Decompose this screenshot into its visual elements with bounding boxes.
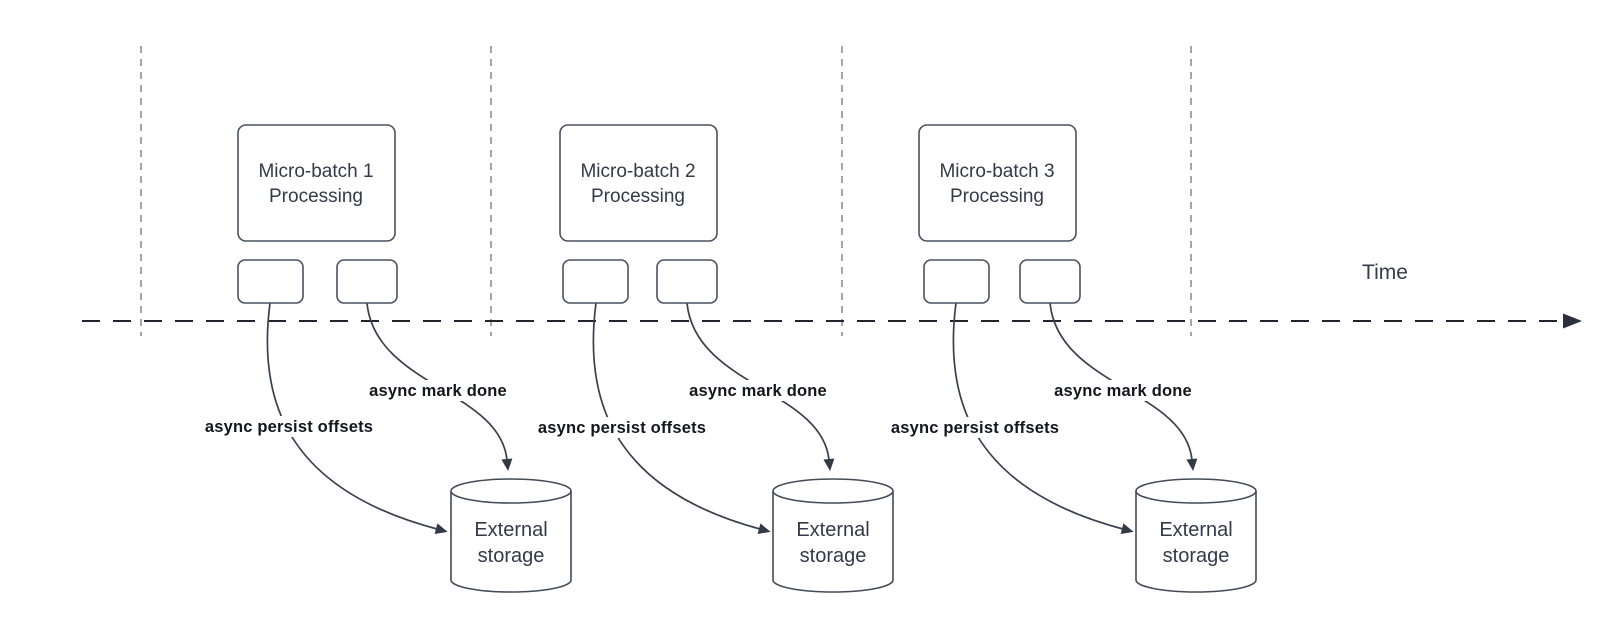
- persist-offsets-token-box-3: [923, 259, 990, 304]
- persist-offsets-token-box-2: [562, 259, 629, 304]
- micro-batch-1-group: Micro-batch 1 Processing async persist o…: [201, 124, 572, 593]
- persist-offsets-label-1: async persist offsets: [205, 418, 373, 436]
- mark-done-token-box-2: [656, 259, 718, 304]
- time-axis-label: Time: [1362, 261, 1408, 284]
- external-storage-label-line2-1: storage: [478, 545, 545, 567]
- external-storage-cylinder-1: External storage: [450, 478, 572, 593]
- mark-done-label-3: async mark done: [1054, 382, 1192, 400]
- mark-done-label-bg-2: [683, 380, 833, 401]
- persist-offsets-label-bg-3: [887, 417, 1063, 438]
- micro-batch-1-title-line1: Micro-batch 1: [258, 161, 373, 182]
- micro-batch-2-title-line1: Micro-batch 2: [580, 161, 695, 182]
- persist-offsets-token-box-1: [237, 259, 304, 304]
- mark-done-label-2: async mark done: [689, 382, 827, 400]
- micro-batch-3-group: Micro-batch 3 Processing async persist o…: [887, 124, 1257, 593]
- micro-batch-3-title-line1: Micro-batch 3: [939, 161, 1054, 182]
- external-storage-label-line1-2: External: [796, 519, 869, 541]
- external-storage-label-line2-3: storage: [1163, 545, 1230, 567]
- external-storage-label-line1-1: External: [474, 519, 547, 541]
- micro-batch-3-title-line2: Processing: [950, 186, 1044, 207]
- persist-offsets-label-bg-1: [201, 416, 377, 437]
- mark-done-label-bg-1: [363, 380, 513, 401]
- micro-batch-1-title-line2: Processing: [269, 186, 363, 207]
- micro-batch-2-box: [559, 124, 718, 242]
- mark-done-label-bg-3: [1048, 380, 1198, 401]
- external-storage-cylinder-2: External storage: [772, 478, 894, 593]
- micro-batch-2-group: Micro-batch 2 Processing async persist o…: [534, 124, 894, 593]
- time-axis-arrowhead-icon: [1563, 313, 1582, 329]
- persist-offsets-label-3: async persist offsets: [891, 419, 1059, 437]
- external-storage-label-line1-3: External: [1159, 519, 1232, 541]
- mark-done-label-1: async mark done: [369, 382, 507, 400]
- persist-offsets-label-2: async persist offsets: [538, 419, 706, 437]
- micro-batch-1-box: [237, 124, 396, 242]
- external-storage-label-line2-2: storage: [800, 545, 867, 567]
- external-storage-cylinder-3: External storage: [1135, 478, 1257, 593]
- mark-done-token-box-3: [1019, 259, 1081, 304]
- persist-offsets-arrow-3: [952, 302, 1134, 535]
- micro-batch-3-box: [918, 124, 1077, 242]
- persist-offsets-label-bg-2: [534, 417, 710, 438]
- micro-batch-2-title-line2: Processing: [591, 186, 685, 207]
- persist-offsets-arrow-2: [592, 302, 771, 535]
- mark-done-token-box-1: [336, 259, 398, 304]
